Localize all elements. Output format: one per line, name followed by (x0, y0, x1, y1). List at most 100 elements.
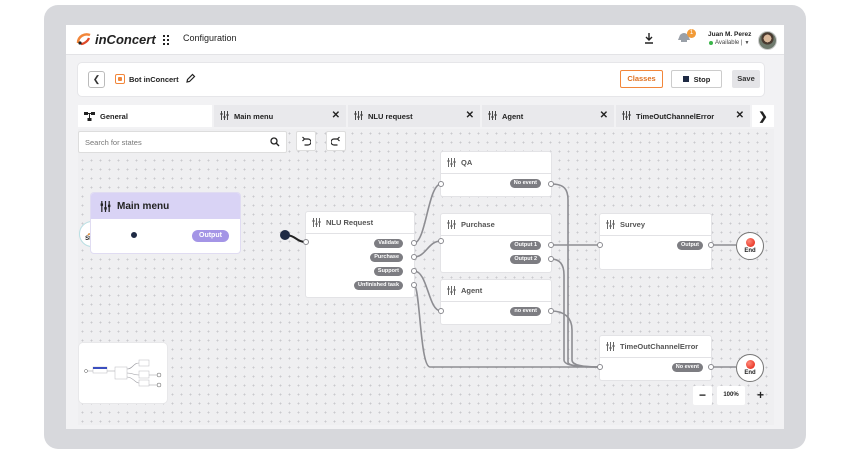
save-button[interactable]: Save (732, 70, 760, 88)
download-icon[interactable] (644, 32, 654, 44)
output-pill: Output 1 (510, 241, 541, 250)
stop-dot-icon (745, 238, 755, 247)
zoom-level: 100% (717, 386, 745, 405)
node-header: NLU Request (306, 212, 414, 234)
node-header: Purchase (441, 214, 551, 236)
purchase-node[interactable]: Purchase Output 1 Output 2 (441, 214, 551, 272)
notification-badge: 1 (687, 29, 696, 38)
node-header: Survey (600, 214, 711, 236)
stop-icon (682, 76, 689, 82)
sliders-icon (312, 218, 321, 227)
node-title: Purchase (461, 220, 495, 229)
status-dot-icon (709, 41, 713, 45)
output-port[interactable] (411, 240, 417, 246)
user-name: Juan M. Perez (708, 31, 752, 38)
end-node[interactable]: End (736, 354, 764, 382)
output-port[interactable] (708, 242, 714, 248)
close-icon[interactable]: ✕ (599, 110, 608, 121)
node-header: QA (441, 152, 551, 174)
brand-name: inConcert (95, 31, 156, 47)
zoom-out-button[interactable]: − (693, 386, 712, 405)
classes-button[interactable]: Classes (620, 70, 663, 88)
node-title: Main menu (117, 200, 170, 212)
undo-button[interactable] (296, 131, 316, 151)
output-port[interactable] (548, 308, 554, 314)
bot-icon (115, 74, 125, 84)
search-input[interactable] (79, 132, 259, 153)
survey-node[interactable]: Survey Output (600, 214, 711, 269)
output-pill: Validate (374, 239, 403, 248)
stop-button[interactable]: Stop (671, 70, 722, 88)
input-port[interactable] (303, 239, 309, 245)
node-title: Agent (461, 286, 483, 295)
output-port[interactable] (411, 254, 417, 260)
tab-main-menu[interactable]: Main menu ✕ (214, 105, 346, 127)
input-port[interactable] (438, 238, 444, 244)
end-label: End (744, 370, 756, 376)
sliders-icon (606, 342, 615, 351)
minimap[interactable] (79, 343, 167, 403)
tabs-scroll-right-button[interactable]: ❯ (752, 105, 774, 127)
output-port[interactable] (411, 268, 417, 274)
tab-label: NLU request (368, 111, 413, 121)
node-header: Agent (441, 280, 551, 302)
node-title: QA (461, 158, 473, 167)
output-pill: no event (510, 307, 541, 316)
output-pill: Output (676, 241, 703, 250)
input-port[interactable] (438, 181, 444, 187)
output-port[interactable] (548, 256, 554, 262)
output-pill: No event (671, 363, 703, 372)
chevron-right-icon: ❯ (758, 110, 768, 123)
node-header: Main menu (91, 193, 240, 219)
end-node[interactable]: End (736, 232, 764, 260)
tab-agent[interactable]: Agent ✕ (482, 105, 614, 127)
input-port[interactable] (438, 308, 444, 314)
user-status-text: Available | (715, 40, 743, 46)
sliders-icon (447, 158, 456, 167)
zoom-in-button[interactable]: + (756, 388, 764, 402)
timeout-channel-error-node[interactable]: TimeOutChannelError No event (600, 336, 711, 380)
qa-node[interactable]: QA No event (441, 152, 551, 196)
back-button[interactable]: ❮ (88, 71, 105, 88)
avatar[interactable] (758, 31, 777, 50)
output-port[interactable] (548, 242, 554, 248)
user-status-dropdown[interactable]: Available | ▼ (709, 40, 749, 46)
tab-label: General (100, 111, 128, 121)
state-search (78, 131, 287, 153)
input-port[interactable] (597, 364, 603, 370)
input-port[interactable] (131, 232, 137, 238)
output-port[interactable] (708, 364, 714, 370)
top-bar: inConcert Configuration 1 Juan M. Perez … (66, 25, 784, 55)
close-icon[interactable]: ✕ (465, 110, 474, 121)
node-title: Survey (620, 220, 646, 229)
edit-pencil-icon[interactable] (185, 73, 196, 84)
apps-grid-icon[interactable] (163, 35, 169, 45)
minimap-preview (84, 359, 162, 388)
sliders-icon (488, 110, 497, 122)
close-icon[interactable]: ✕ (331, 110, 340, 121)
sliders-icon (622, 110, 631, 122)
agent-node[interactable]: Agent no event (441, 280, 551, 324)
tab-nlu-request[interactable]: NLU request ✕ (348, 105, 480, 127)
sliders-icon (606, 220, 615, 229)
redo-button[interactable] (326, 131, 346, 151)
sliders-icon (447, 286, 456, 295)
brand-logo[interactable]: inConcert (75, 31, 156, 47)
chevron-left-icon: ❮ (92, 74, 101, 84)
main-menu-node[interactable]: Main menu Output (91, 193, 240, 253)
output-port[interactable] (548, 181, 554, 187)
output-pill: Output 2 (510, 255, 541, 264)
input-port[interactable] (597, 242, 603, 248)
nlu-request-node[interactable]: NLU Request Validate Purchase Support Un… (306, 212, 414, 297)
node-title: TimeOutChannelError (620, 342, 699, 351)
output-port[interactable] (280, 230, 290, 240)
tab-general[interactable]: General (78, 105, 212, 127)
search-icon[interactable] (270, 137, 280, 147)
tab-timeout-channel-error[interactable]: TimeOutChannelError ✕ (616, 105, 750, 127)
end-label: End (744, 248, 756, 254)
sliders-icon (100, 200, 111, 212)
close-icon[interactable]: ✕ (735, 110, 744, 121)
app-title: Configuration (183, 33, 237, 43)
output-port[interactable] (411, 282, 417, 288)
undo-icon (302, 136, 311, 146)
